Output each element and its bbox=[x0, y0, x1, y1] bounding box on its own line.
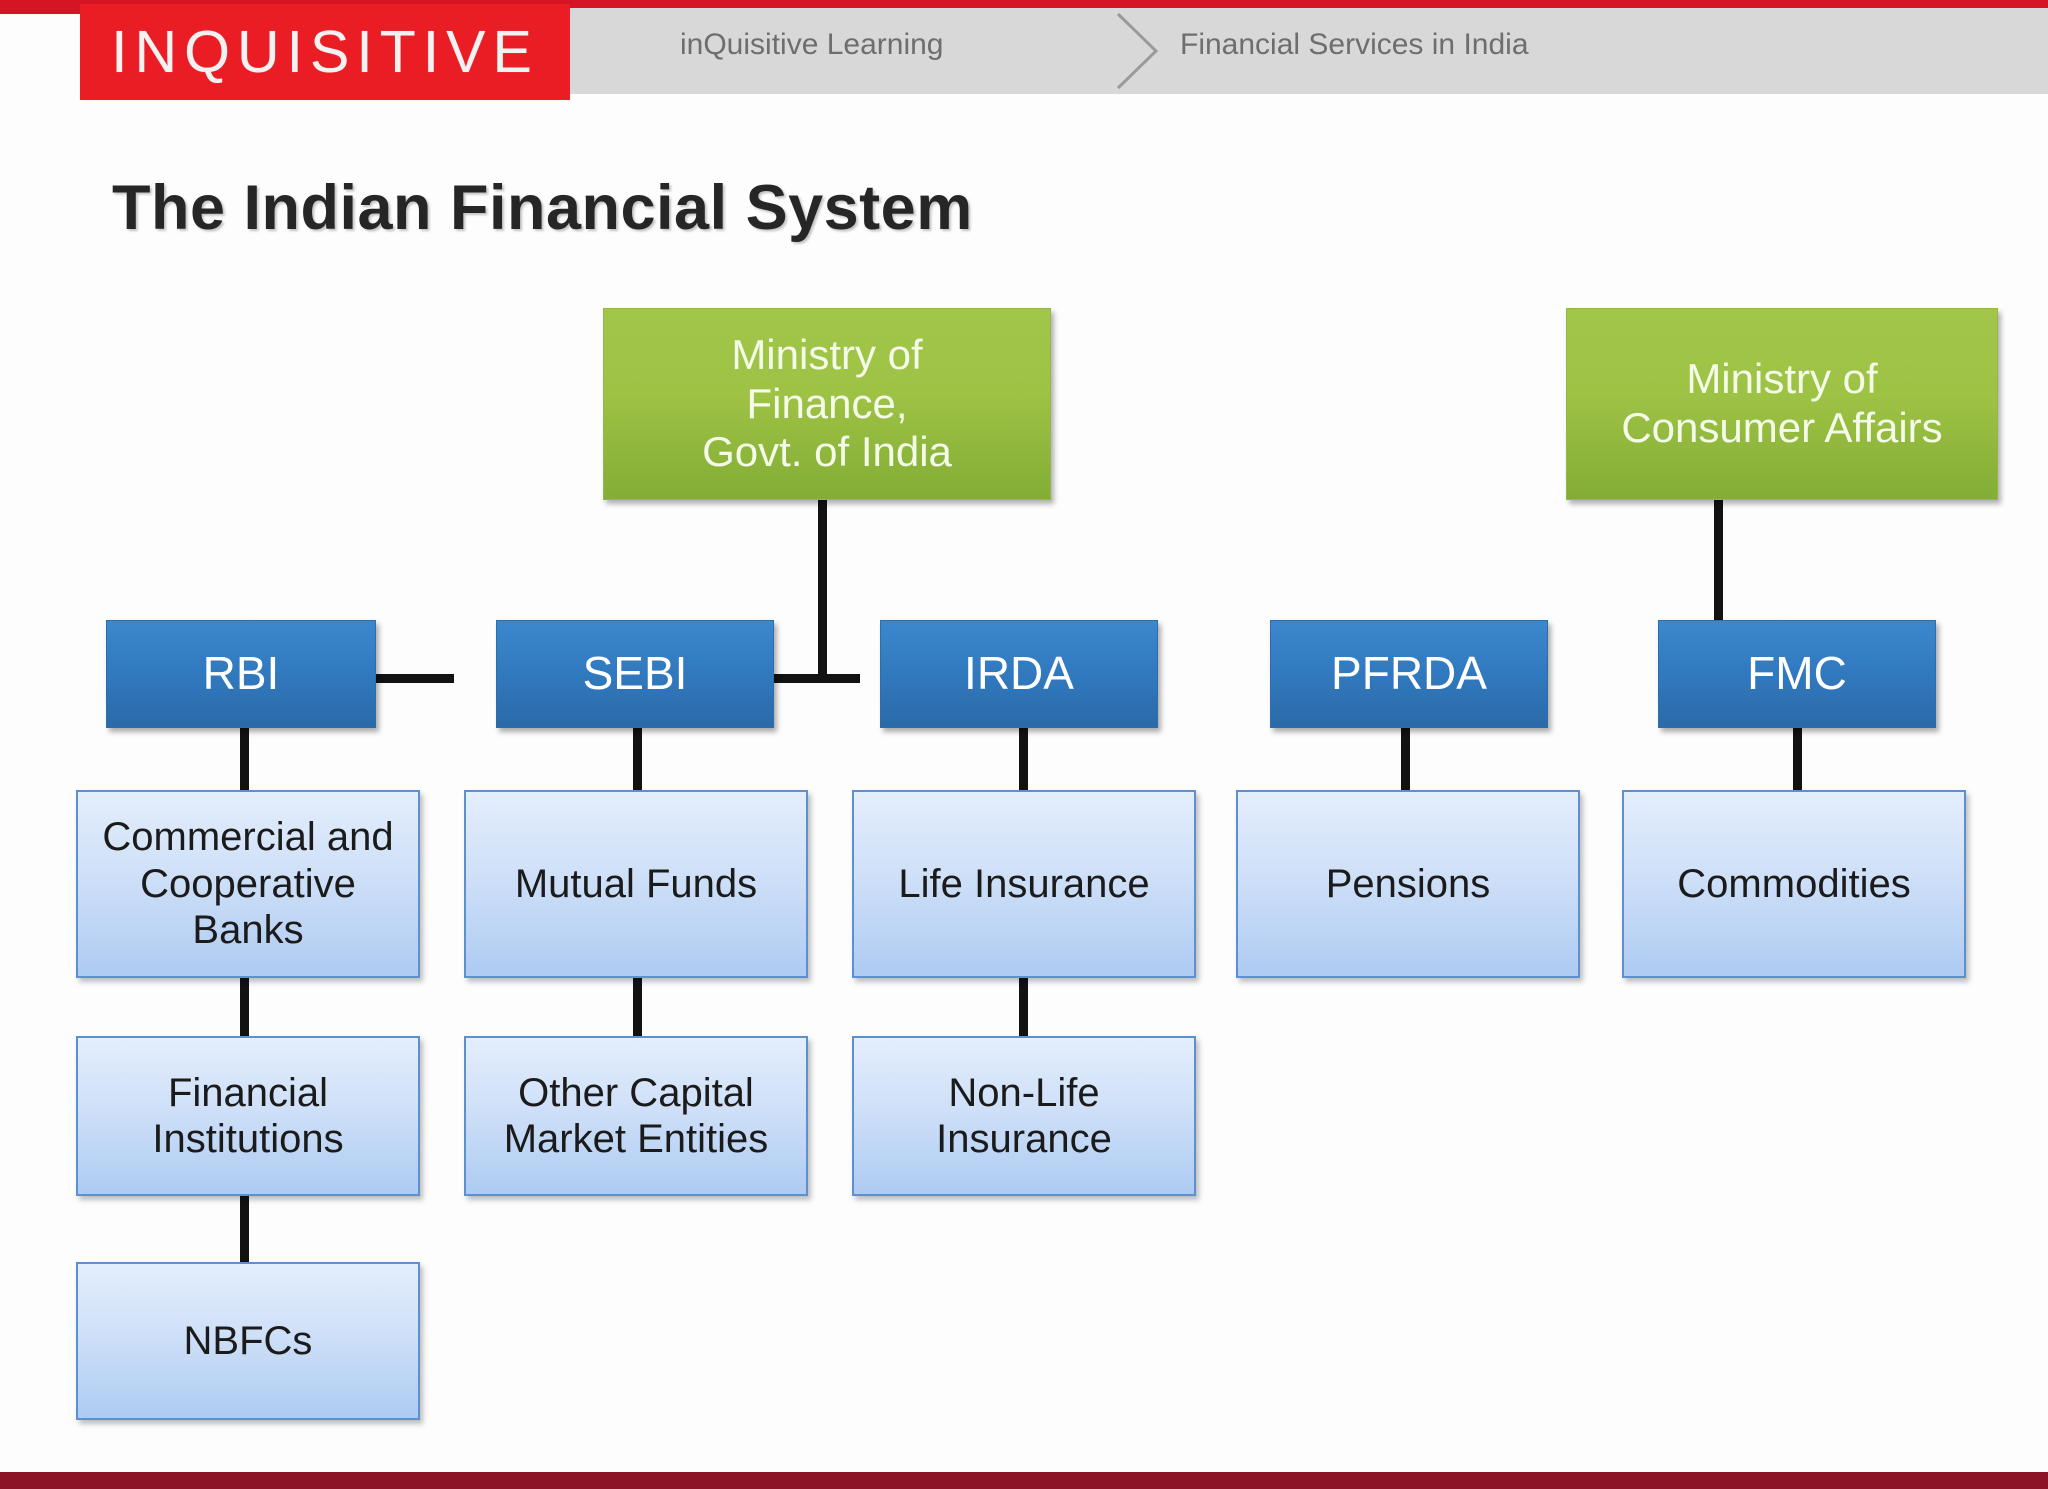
node-label: RBI bbox=[202, 647, 280, 700]
breadcrumb-item-current[interactable]: Financial Services in India bbox=[1180, 28, 1529, 61]
breadcrumb-chevron-icon bbox=[1110, 8, 1170, 94]
node-entity-pensions[interactable]: Pensions bbox=[1236, 790, 1580, 978]
brand-logo[interactable]: INQUISITIVE bbox=[80, 4, 570, 100]
node-label: Life Insurance bbox=[898, 861, 1150, 906]
page-title: The Indian Financial System bbox=[112, 173, 973, 243]
node-entity-non-life-insurance[interactable]: Non-Life Insurance bbox=[852, 1036, 1196, 1196]
node-label: Commercial and Cooperative Banks bbox=[102, 815, 394, 953]
connector-rbi-banks bbox=[240, 726, 249, 798]
node-regulator-sebi[interactable]: SEBI bbox=[496, 620, 774, 728]
node-label: Mutual Funds bbox=[514, 861, 758, 906]
node-regulator-pfrda[interactable]: PFRDA bbox=[1270, 620, 1548, 728]
node-entity-mutual-funds[interactable]: Mutual Funds bbox=[464, 790, 808, 978]
node-label: Non-Life Insurance bbox=[936, 1070, 1112, 1161]
connector-fi-nbfcs bbox=[240, 1196, 249, 1268]
node-regulator-irda[interactable]: IRDA bbox=[880, 620, 1158, 728]
connector-pfrda-pensions bbox=[1401, 726, 1410, 798]
connector-mf-ocme bbox=[633, 972, 642, 1040]
connector-irda-life bbox=[1019, 726, 1028, 798]
node-entity-commercial-cooperative-banks[interactable]: Commercial and Cooperative Banks bbox=[76, 790, 420, 978]
node-entity-life-insurance[interactable]: Life Insurance bbox=[852, 790, 1196, 978]
node-entity-financial-institutions[interactable]: Financial Institutions bbox=[76, 1036, 420, 1196]
node-entity-other-capital-market-entities[interactable]: Other Capital Market Entities bbox=[464, 1036, 808, 1196]
connector-life-nonlife bbox=[1019, 972, 1028, 1040]
node-label: IRDA bbox=[964, 647, 1074, 700]
node-label: FMC bbox=[1747, 647, 1847, 700]
connector-mca-fmc bbox=[1714, 498, 1723, 628]
node-label: Ministry of Consumer Affairs bbox=[1621, 355, 1943, 451]
node-label: PFRDA bbox=[1331, 647, 1487, 700]
breadcrumb-item-learning[interactable]: inQuisitive Learning bbox=[680, 28, 944, 61]
footer-accent-bar bbox=[0, 1472, 2048, 1489]
node-label: NBFCs bbox=[183, 1318, 313, 1363]
connector-mof-stem bbox=[818, 498, 827, 678]
node-label: Pensions bbox=[1325, 861, 1491, 906]
connector-bus-rbi-sebi bbox=[312, 674, 454, 683]
node-entity-nbfcs[interactable]: NBFCs bbox=[76, 1262, 420, 1420]
node-label: Other Capital Market Entities bbox=[503, 1070, 769, 1161]
node-regulator-fmc[interactable]: FMC bbox=[1658, 620, 1936, 728]
node-entity-commodities[interactable]: Commodities bbox=[1622, 790, 1966, 978]
node-label: Commodities bbox=[1677, 861, 1911, 906]
node-ministry-of-finance[interactable]: Ministry of Finance, Govt. of India bbox=[603, 308, 1051, 500]
connector-banks-fi bbox=[240, 972, 249, 1040]
node-label: Financial Institutions bbox=[152, 1070, 344, 1161]
node-label: Ministry of Finance, Govt. of India bbox=[702, 330, 952, 476]
connector-fmc-commodities bbox=[1793, 726, 1802, 798]
node-label: SEBI bbox=[582, 647, 688, 700]
brand-logo-text: INQUISITIVE bbox=[111, 18, 539, 85]
node-regulator-rbi[interactable]: RBI bbox=[106, 620, 376, 728]
node-ministry-of-consumer-affairs[interactable]: Ministry of Consumer Affairs bbox=[1566, 308, 1998, 500]
connector-sebi-mf bbox=[633, 726, 642, 798]
